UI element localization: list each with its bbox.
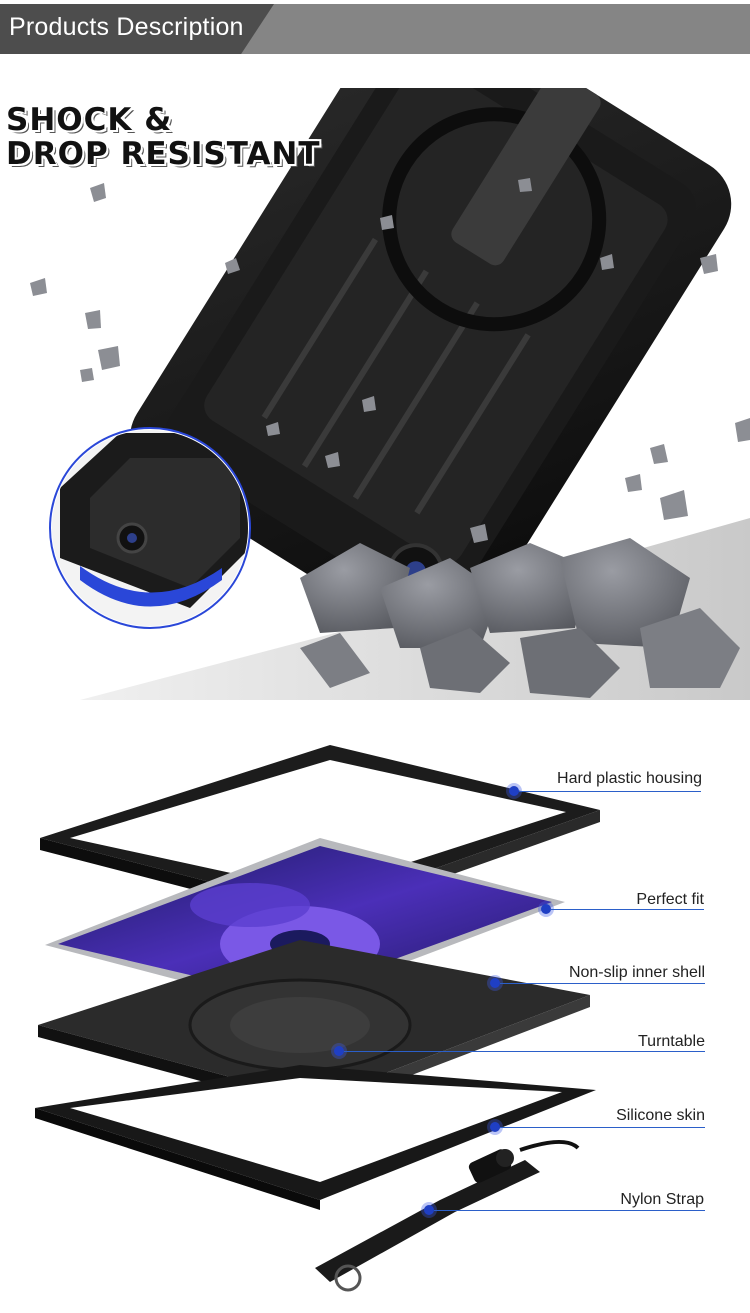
callout-perfect-fit: Perfect fit: [636, 891, 704, 908]
section-header: Products Description: [0, 0, 750, 56]
callout-line-fit: [551, 909, 704, 910]
callout-line-turntable: [344, 1051, 705, 1052]
layer-hard-plastic-housing: [40, 745, 600, 922]
callout-line-strap: [434, 1210, 705, 1211]
drop-illustration: [30, 88, 750, 700]
corner-zoom-inset: [49, 427, 251, 629]
callout-dot-strap: [424, 1205, 434, 1215]
rock-rubble: [300, 538, 740, 698]
layer-nylon-strap: [315, 1140, 580, 1292]
hero-title-line1: SHOCK &: [6, 102, 173, 138]
hero-title-line2: DROP RESISTANT: [6, 136, 321, 172]
callout-nylon-strap: Nylon Strap: [620, 1191, 704, 1208]
callout-dot-turntable: [334, 1046, 344, 1056]
callout-silicone-skin: Silicone skin: [616, 1107, 705, 1124]
callout-hard-plastic-housing: Hard plastic housing: [557, 770, 702, 787]
layer-silicone-skin: [35, 1065, 596, 1210]
callout-non-slip-inner-shell: Non-slip inner shell: [568, 964, 705, 981]
section-title: Products Description: [9, 13, 244, 41]
tablet-case: [129, 88, 732, 648]
exploded-layers-illustration: [35, 745, 600, 1292]
callout-dot-housing: [509, 786, 519, 796]
callout-line-inner-shell: [500, 983, 705, 984]
exploded-view-section: Hard plastic housing Perfect fit Non-sli…: [0, 730, 750, 1313]
flying-debris: [30, 178, 750, 543]
drop-resistant-banner: SHOCK & DROP RESISTANT: [0, 88, 750, 700]
callout-line-silicone: [500, 1127, 705, 1128]
header-tab: [0, 4, 274, 54]
callout-dot-silicone: [490, 1122, 500, 1132]
callout-turntable: Turntable: [638, 1033, 705, 1050]
callout-dot-fit: [541, 904, 551, 914]
callout-line-housing: [519, 791, 701, 792]
callout-dot-inner-shell: [490, 978, 500, 988]
